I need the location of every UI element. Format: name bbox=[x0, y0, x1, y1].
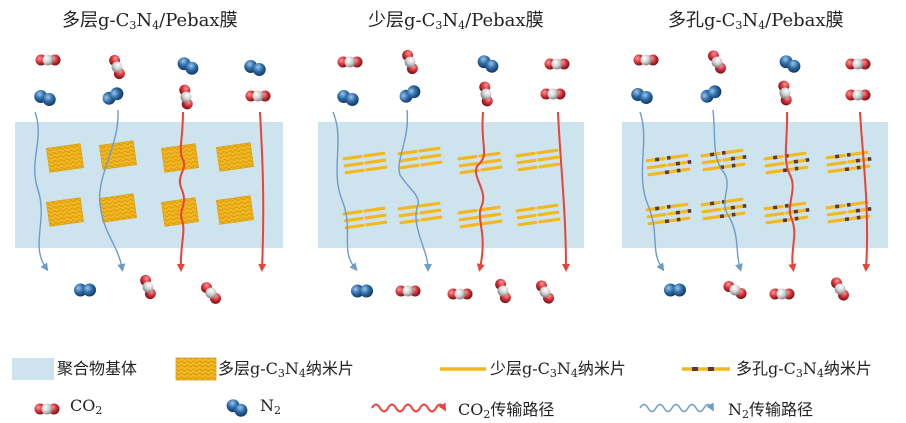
legend-n2-path-arrow bbox=[640, 405, 712, 412]
polymer-matrix bbox=[622, 122, 888, 248]
legend-fewlayer-label: 少层g-C3N4纳米片 bbox=[490, 355, 626, 380]
co2-molecule bbox=[534, 278, 556, 305]
co2-molecule bbox=[706, 48, 728, 75]
co2-molecule bbox=[178, 84, 193, 111]
polymer-matrices bbox=[15, 122, 888, 248]
multilayer-nanosheet bbox=[46, 144, 83, 172]
legend-matrix-swatch bbox=[12, 358, 54, 380]
co2-molecule bbox=[448, 289, 473, 300]
multilayer-nanosheet bbox=[216, 196, 253, 224]
legend-n2-label: N2 bbox=[260, 396, 281, 417]
legend-matrix-label: 聚合物基体 bbox=[57, 355, 137, 379]
multilayer-nanosheet bbox=[216, 143, 253, 171]
legend-co2-path-label: CO2传输路径 bbox=[458, 396, 554, 421]
n2-molecule bbox=[74, 284, 96, 297]
n2-molecule bbox=[335, 88, 360, 108]
co2-molecule bbox=[396, 286, 421, 297]
multilayer-nanosheet bbox=[99, 141, 136, 169]
legend-multilayer-swatch bbox=[176, 358, 216, 380]
co2-molecule bbox=[846, 59, 871, 70]
co2-molecule bbox=[246, 91, 271, 102]
n2-molecule bbox=[100, 85, 126, 107]
legend-n2-icon bbox=[224, 397, 250, 419]
co2-molecule bbox=[846, 90, 871, 101]
n2-molecule bbox=[32, 88, 57, 108]
legend-porous-swatch bbox=[682, 367, 730, 371]
co2-molecule bbox=[139, 273, 158, 300]
multilayer-nanosheet bbox=[161, 198, 198, 226]
legend-porous-label: 多孔g-C3N4纳米片 bbox=[736, 355, 872, 380]
n2-molecule bbox=[351, 285, 373, 298]
n2-molecule bbox=[175, 55, 201, 77]
co2-molecule bbox=[541, 89, 566, 100]
legend-multilayer-label: 多层g-C3N4纳米片 bbox=[218, 355, 354, 380]
co2-molecule bbox=[721, 279, 748, 301]
n2-molecule bbox=[777, 53, 803, 75]
co2-molecule bbox=[338, 57, 363, 68]
co2-molecule bbox=[401, 48, 420, 75]
n2-molecule bbox=[475, 53, 501, 75]
co2-molecule bbox=[770, 289, 795, 300]
co2-molecule bbox=[829, 275, 851, 302]
multilayer-nanosheet bbox=[46, 198, 83, 226]
panel-title-multilayer: 多层g-C3N4/Pebax膜 bbox=[62, 6, 238, 32]
co2-molecule bbox=[478, 81, 493, 108]
co2-molecule bbox=[108, 53, 127, 80]
n2-molecule bbox=[698, 83, 724, 105]
legend-co2-icon bbox=[35, 404, 60, 415]
n2-molecule bbox=[397, 83, 423, 105]
n2-molecule bbox=[242, 58, 267, 78]
co2-molecule bbox=[36, 55, 61, 66]
n2-molecule bbox=[664, 284, 686, 297]
multilayer-nanosheet bbox=[99, 194, 136, 222]
panel-title-porous: 多孔g-C3N4/Pebax膜 bbox=[668, 6, 844, 32]
panel-title-fewlayer: 少层g-C3N4/Pebax膜 bbox=[368, 6, 544, 32]
legend-n2-path-label: N2传输路径 bbox=[728, 396, 813, 421]
polymer-matrix bbox=[15, 122, 283, 248]
legend-co2-label: CO2 bbox=[70, 396, 102, 417]
n2-molecule bbox=[629, 86, 654, 106]
co2-molecule bbox=[199, 280, 223, 306]
co2-molecule bbox=[777, 80, 792, 107]
legend-co2-path-arrow bbox=[372, 405, 444, 412]
polymer-matrix bbox=[318, 122, 584, 248]
co2-molecule bbox=[545, 59, 570, 70]
co2-molecule bbox=[494, 277, 513, 304]
co2-molecule bbox=[634, 55, 659, 66]
